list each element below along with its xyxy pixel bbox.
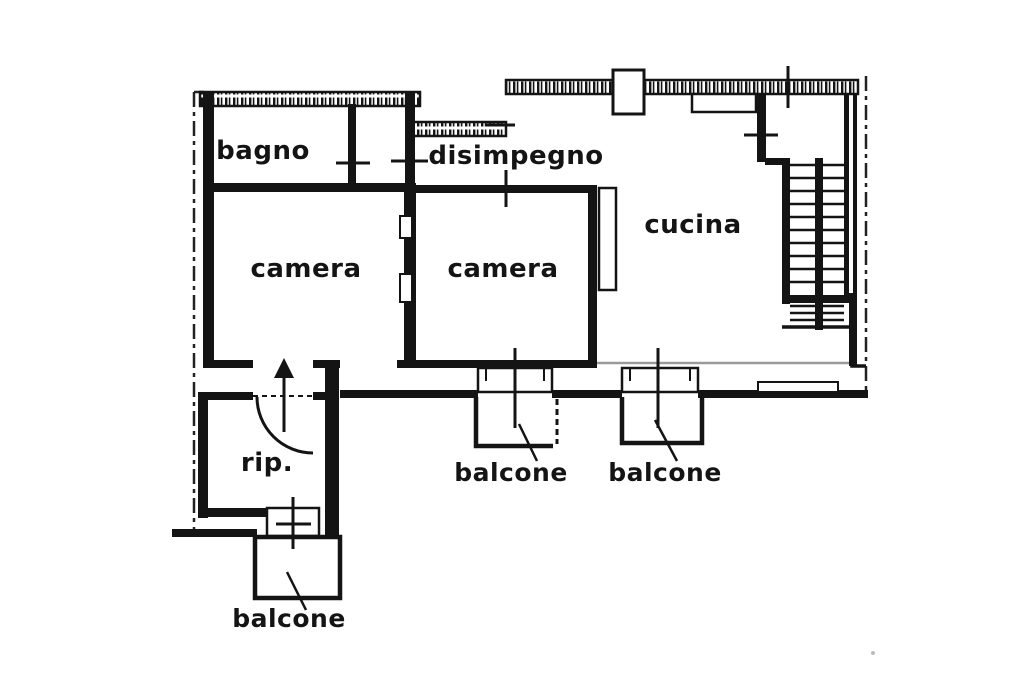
divider-wall-niche-2: [399, 273, 413, 303]
entry-door: [253, 358, 314, 455]
right-step-wall: [850, 336, 866, 368]
room-labels: bagno disimpegno cucina camera camera ri…: [216, 136, 741, 633]
room-label-cucina: cucina: [644, 210, 741, 240]
hatched-wall-cucina-top: [504, 78, 860, 96]
tick-marks: [276, 66, 790, 549]
leader-balcone-middle: [517, 423, 539, 462]
door-swing-arc: [255, 396, 314, 455]
balcony-bottom-outline: [252, 534, 343, 601]
leader-balcone-right: [653, 419, 679, 462]
label-balcone-right: balcone: [608, 458, 722, 487]
stair-treads: [790, 163, 844, 322]
room-label-ripostiglio: rip.: [241, 448, 293, 478]
divider-wall-niche-1: [399, 215, 413, 239]
room-label-bagno: bagno: [216, 136, 310, 166]
exterior-hatched-walls: [198, 78, 860, 138]
hatched-wall-bagno-top: [198, 90, 422, 108]
balconies: [252, 397, 705, 601]
balcony-middle-outline: [473, 397, 553, 449]
leader-lines: [285, 419, 679, 611]
balcony-right-outline: [619, 397, 705, 446]
stairs: [782, 163, 849, 329]
label-balcone-bottom: balcone: [232, 604, 346, 633]
entry-arrow-head: [274, 358, 294, 378]
label-balcone-middle: balcone: [454, 458, 568, 487]
room-label-camera-middle: camera: [447, 254, 558, 284]
leader-balcone-bottom: [285, 571, 308, 611]
open-door-leaf: [597, 186, 618, 292]
south-wall-recess: [757, 381, 839, 393]
window-jambs: [485, 368, 691, 381]
chimney-bump: [611, 68, 646, 116]
door-leaves-and-niches: [399, 186, 618, 303]
room-label-disimpegno: disimpegno: [428, 141, 603, 171]
wall-niche: [690, 92, 758, 114]
window-cucina: [620, 366, 700, 394]
scan-speckle: [871, 651, 875, 655]
top-wall-niches: [611, 68, 758, 116]
room-label-camera-left: camera: [250, 254, 361, 284]
